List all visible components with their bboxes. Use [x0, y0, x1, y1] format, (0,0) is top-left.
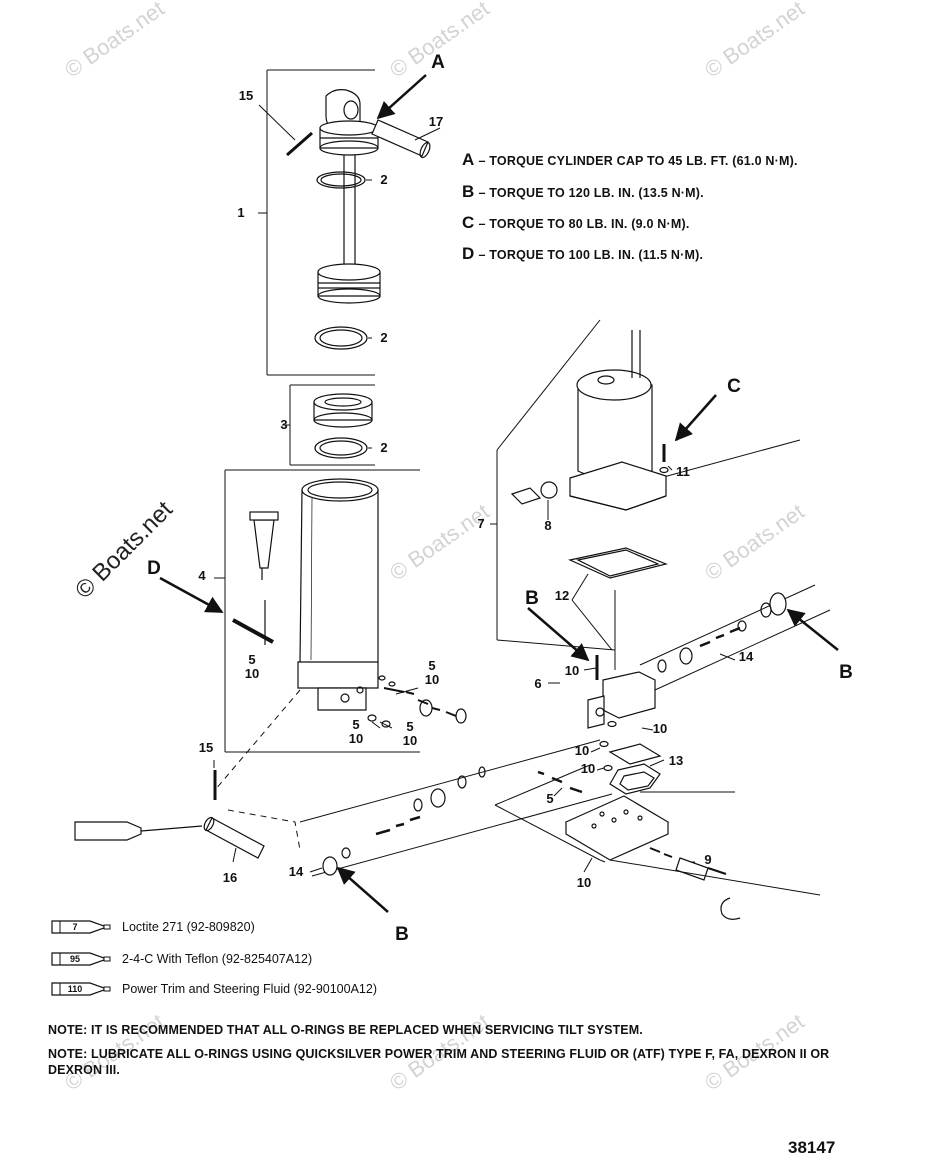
pump-base-plate — [494, 764, 821, 920]
lubricant-tube-icon: 95 — [50, 951, 112, 967]
callout-15-top: 15 — [239, 88, 253, 103]
callout-5: 5 — [428, 658, 435, 673]
note-lubricate-o-rings: NOTE: LUBRICATE ALL O-RINGS USING QUICKS… — [48, 1047, 830, 1077]
callout-10: 10 — [425, 672, 439, 687]
callout-4: 4 — [198, 568, 206, 583]
torque-spec-c: C– TORQUE TO 80 LB. IN. (9.0 N·M). — [462, 213, 690, 232]
valve-body — [587, 655, 656, 772]
callout-10: 10 — [653, 721, 667, 736]
lubricant-loctite: 7 Loctite 271 (92-809820) — [50, 917, 255, 937]
callout-10: 10 — [577, 875, 591, 890]
label-B: B — [839, 662, 853, 683]
callout-14-lower: 14 — [289, 864, 304, 879]
callout-5: 5 — [352, 717, 359, 732]
lubricant-tube — [74, 821, 203, 841]
callout-2: 2 — [380, 330, 387, 345]
callout-13: 13 — [669, 753, 683, 768]
callout-3: 3 — [280, 417, 287, 432]
callout-1: 1 — [237, 205, 244, 220]
callout-2: 2 — [380, 172, 387, 187]
manifold-lower — [299, 739, 613, 877]
lubricant-2-4-c: 95 2-4-C With Teflon (92-825407A12) — [50, 949, 312, 969]
label-B: B — [395, 924, 409, 945]
callout-17: 17 — [429, 114, 443, 129]
callout-14-upper: 14 — [739, 649, 754, 664]
callout-7: 7 — [477, 516, 484, 531]
callout-10: 10 — [575, 743, 589, 758]
cylinder-rod-assembly — [266, 69, 381, 376]
motor-pump-frame — [496, 319, 801, 670]
callout-6: 6 — [534, 676, 541, 691]
screw-15-top — [286, 131, 313, 157]
label-D: D — [147, 558, 161, 579]
callout-9: 9 — [704, 852, 711, 867]
manifold-upper — [639, 584, 831, 691]
callout-10: 10 — [403, 733, 417, 748]
callout-10: 10 — [349, 731, 363, 746]
callout-5: 5 — [546, 791, 553, 806]
callout-11: 11 — [676, 464, 690, 479]
torque-spec-a: A– TORQUE CYLINDER CAP TO 45 LB. FT. (61… — [462, 150, 798, 169]
lubricant-power-trim-fluid: 110 Power Trim and Steering Fluid (92-90… — [50, 979, 377, 999]
callout-10: 10 — [581, 761, 595, 776]
callout-16: 16 — [223, 870, 237, 885]
label-A: A — [431, 52, 445, 73]
callout-5: 5 — [248, 652, 255, 667]
pin-17 — [371, 119, 431, 159]
seal-head-assembly — [289, 384, 375, 466]
label-C: C — [727, 376, 741, 397]
lubricant-label: Loctite 271 (92-809820) — [122, 920, 255, 934]
callout-5: 5 — [406, 719, 413, 734]
callout-12: 12 — [555, 588, 569, 603]
callout-10: 10 — [565, 663, 579, 678]
callout-2: 2 — [380, 440, 387, 455]
note-replace-o-rings: NOTE: IT IS RECOMMENDED THAT ALL O-RINGS… — [48, 1023, 643, 1037]
lubricant-label: 2-4-C With Teflon (92-825407A12) — [122, 952, 313, 966]
lubricant-tube-icon: 7 — [50, 919, 112, 935]
callout-15-lower: 15 — [199, 740, 213, 755]
torque-spec-b: B– TORQUE TO 120 LB. IN. (13.5 N·M). — [462, 182, 704, 201]
lubricant-label: Power Trim and Steering Fluid (92-90100A… — [122, 982, 377, 996]
figure-number: 38147 — [788, 1138, 836, 1157]
cylinder-housing — [224, 469, 467, 753]
torque-spec-d: D– TORQUE TO 100 LB. IN. (11.5 N·M). — [462, 244, 704, 263]
label-B: B — [525, 588, 539, 609]
cover-13 — [608, 743, 662, 795]
pin-16 — [203, 816, 265, 859]
callout-10: 10 — [245, 666, 259, 681]
callout-8: 8 — [544, 518, 551, 533]
lubricant-tube-icon: 110 — [50, 981, 112, 997]
